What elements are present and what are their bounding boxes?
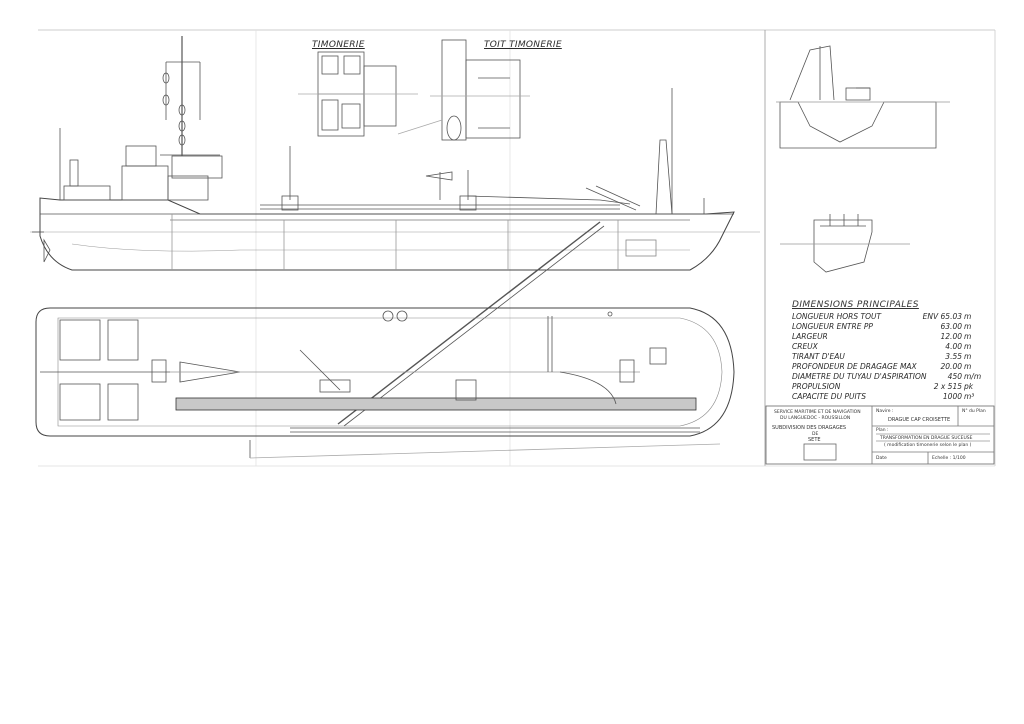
dimension-name: LONGUEUR HORS TOUT bbox=[792, 312, 882, 321]
objet-label: Plan : bbox=[876, 428, 889, 433]
dimension-name: CREUX bbox=[792, 342, 818, 351]
dimension-row: CREUX 4.00 m bbox=[792, 342, 992, 352]
dimension-unit: m bbox=[964, 352, 972, 361]
dimension-name: PROPULSION bbox=[792, 382, 841, 391]
plan-view bbox=[35, 307, 735, 459]
section-view-lower bbox=[780, 214, 910, 273]
dimension-value: 450 bbox=[947, 372, 962, 381]
city: SETE bbox=[808, 437, 821, 443]
dimension-unit: m bbox=[964, 332, 972, 341]
dimension-value: 20.00 bbox=[940, 362, 962, 371]
dimension-unit: m bbox=[964, 362, 972, 371]
navire-value: DRAGUE CAP CROISETTE bbox=[888, 417, 951, 423]
dimension-value: 1000 bbox=[942, 392, 962, 401]
subdivision-de: DE bbox=[812, 432, 819, 437]
wheelhouse-detail bbox=[298, 51, 418, 137]
plan-number-label: N° du Plan bbox=[962, 409, 986, 414]
title-block-frame bbox=[765, 405, 995, 465]
dimension-unit: m bbox=[964, 312, 972, 321]
dimension-row: CAPACITE DU PUITS 1000 m³ bbox=[792, 392, 992, 402]
dimensions-title: DIMENSIONS PRINCIPALES bbox=[792, 300, 919, 310]
dimension-value: ENV 65.03 bbox=[922, 312, 962, 321]
dimension-value: 2 x 515 bbox=[933, 382, 962, 391]
label-timonerie: TIMONERIE bbox=[312, 40, 365, 50]
subdivision: SUBDIVISION DES DRAGAGES bbox=[772, 425, 847, 431]
objet-line-2: ( modification timonerie selon le plan ) bbox=[884, 443, 972, 448]
dimension-unit: pk bbox=[964, 382, 974, 391]
dimension-value: 3.55 bbox=[945, 352, 962, 361]
date-label: Date bbox=[876, 456, 887, 461]
dimension-value: 4.00 bbox=[945, 342, 962, 351]
dimension-row: LONGUEUR ENTRE PP 63.00 m bbox=[792, 322, 992, 332]
dimension-row: PROFONDEUR DE DRAGAGE MAX 20.00 m bbox=[792, 362, 992, 372]
org-line-2: DU LANGUEDOC - ROUSSILLON bbox=[780, 416, 851, 421]
objet-line-1: TRANSFORMATION EN DRAGUE SUCEUSE bbox=[880, 436, 973, 441]
dimension-unit: m³ bbox=[964, 392, 975, 401]
dimension-unit: m/m bbox=[964, 372, 982, 381]
dimension-row: DIAMETRE DU TUYAU D'ASPIRATION 450 m/m bbox=[792, 372, 992, 382]
section-view-upper bbox=[776, 45, 950, 149]
side-elevation bbox=[30, 36, 760, 427]
dimension-row: PROPULSION 2 x 515 pk bbox=[792, 382, 992, 392]
dimension-name: LARGEUR bbox=[792, 332, 828, 341]
dimension-name: TIRANT D'EAU bbox=[792, 352, 845, 361]
dimension-row: LARGEUR 12.00 m bbox=[792, 332, 992, 342]
dimension-unit: m bbox=[964, 342, 972, 351]
dimension-name: DIAMETRE DU TUYAU D'ASPIRATION bbox=[792, 372, 927, 381]
dimension-row: TIRANT D'EAU 3.55 m bbox=[792, 352, 992, 362]
dimension-name: CAPACITE DU PUITS bbox=[792, 392, 867, 401]
dimension-name: LONGUEUR ENTRE PP bbox=[792, 322, 873, 331]
wheelhouse-roof-detail bbox=[397, 39, 530, 141]
title-block: SERVICE MARITIME ET DE NAVIGATION DU LAN… bbox=[766, 406, 994, 464]
dimension-name: PROFONDEUR DE DRAGAGE MAX bbox=[792, 362, 917, 371]
scale-label: Echelle : 1/100 bbox=[932, 456, 966, 461]
dimension-value: 63.00 bbox=[940, 322, 962, 331]
dimension-unit: m bbox=[964, 322, 972, 331]
navire-label: Navire : bbox=[876, 409, 894, 414]
org-line-1: SERVICE MARITIME ET DE NAVIGATION bbox=[774, 410, 861, 415]
dimension-row: LONGUEUR HORS TOUT ENV 65.03 m bbox=[792, 312, 992, 322]
label-toit-timonerie: TOIT TIMONERIE bbox=[484, 40, 562, 50]
dimension-value: 12.00 bbox=[940, 332, 962, 341]
